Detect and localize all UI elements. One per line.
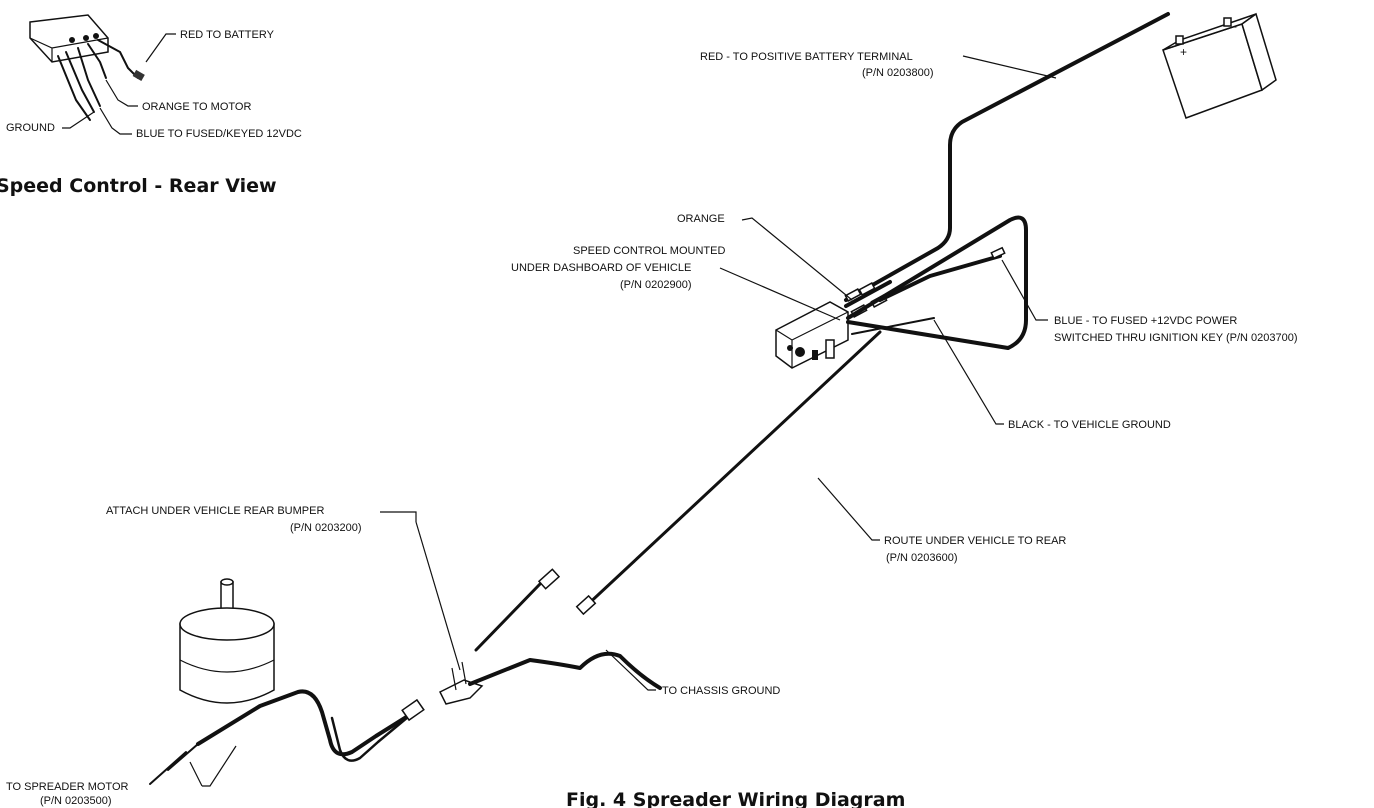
motor-harness-wire [196,689,410,757]
label-blue-power-1: BLUE - TO FUSED +12VDC POWER [1054,315,1237,327]
label-spreader-motor: TO SPREADER MOTOR [6,781,129,793]
chassis-ground-wire [468,651,662,690]
battery-icon: + - [1162,12,1277,119]
rear-harness-wire [582,330,882,610]
label-red-terminal-pn: (P/N 0203800) [862,67,934,79]
spreader-motor-icon [179,578,275,704]
label-red-to-battery: RED TO BATTERY [180,29,275,41]
black-ground-wire [846,215,1028,350]
label-black-ground: BLACK - TO VEHICLE GROUND [1008,419,1171,431]
figure-caption: Fig. 4 Spreader Wiring Diagram [566,789,905,808]
rear-view-caption: Speed Control - Rear View [0,175,277,197]
speed-control-rear-view [29,14,176,135]
label-red-terminal: RED - TO POSITIVE BATTERY TERMINAL [700,51,913,63]
speed-control-unit [775,301,849,369]
label-blue-to-fused: BLUE TO FUSED/KEYED 12VDC [136,128,302,140]
label-orange: ORANGE [677,213,725,225]
label-speed-control-2: UNDER DASHBOARD OF VEHICLE [511,262,691,274]
label-rear-bumper: ATTACH UNDER VEHICLE REAR BUMPER [106,505,324,517]
label-spreader-motor-pn: (P/N 0203500) [40,795,112,807]
orange-wire [844,280,892,308]
blue-ignition-wire [878,254,1002,302]
label-route-under-pn: (P/N 0203600) [886,552,958,564]
label-orange-to-motor: ORANGE TO MOTOR [142,101,251,113]
battery-positive-mark: + [1180,45,1187,59]
battery-negative-mark: - [1233,19,1237,33]
label-chassis-ground: TO CHASSIS GROUND [662,685,780,697]
bumper-connector [438,568,561,705]
label-blue-power-2: SWITCHED THRU IGNITION KEY (P/N 0203700) [1054,332,1297,344]
label-route-under: ROUTE UNDER VEHICLE TO REAR [884,535,1066,547]
red-power-wire [844,12,1170,302]
label-ground: GROUND [6,122,55,134]
label-speed-control-1: SPEED CONTROL MOUNTED [573,245,725,257]
label-rear-bumper-pn: (P/N 0203200) [290,522,362,534]
label-speed-control-pn: (P/N 0202900) [620,279,692,291]
